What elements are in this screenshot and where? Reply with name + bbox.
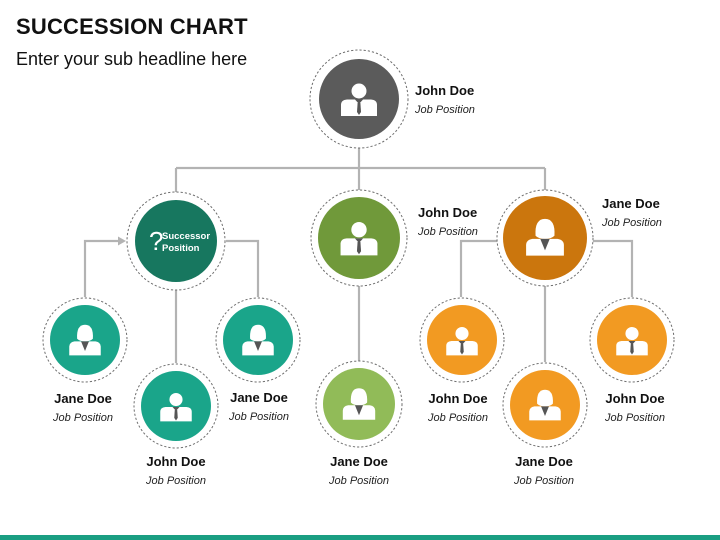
node-position-mid: Job Position [417, 226, 478, 238]
node-name-l3: Jane Doe [230, 390, 288, 405]
bottom-accent-bar [0, 535, 720, 540]
connector-successor-left [83, 239, 119, 297]
node-position-l2: Job Position [145, 475, 206, 487]
node-position-root: Job Position [414, 104, 475, 116]
node-name-m1: Jane Doe [330, 454, 388, 469]
node-name-r3: John Doe [605, 391, 664, 406]
node-position-r1: Job Position [427, 412, 488, 424]
node-position-l3: Job Position [228, 411, 289, 423]
node-name-r2: Jane Doe [515, 454, 573, 469]
connector-successor-right [226, 239, 260, 297]
node-name-l2: John Doe [146, 454, 205, 469]
page-title: SUCCESSION CHART [16, 14, 248, 39]
node-circle-mid [318, 197, 400, 279]
connector-lines [83, 143, 634, 363]
node-circle-root [319, 59, 399, 139]
node-position-l1: Job Position [52, 412, 113, 424]
node-name-mid: John Doe [418, 205, 477, 220]
successor-position-label: Position [162, 243, 200, 254]
node-position-m1: Job Position [328, 475, 389, 487]
node-name-root: John Doe [415, 83, 474, 98]
node-circle-successor [135, 200, 217, 282]
node-name-r1: John Doe [428, 391, 487, 406]
node-position-right: Job Position [601, 217, 662, 229]
connector-right-left [459, 239, 500, 297]
node-position-r2: Job Position [513, 475, 574, 487]
question-mark-icon: ? [149, 226, 163, 256]
connector-right-right [590, 239, 634, 297]
successor-label: Successor [162, 231, 210, 242]
node-name-l1: Jane Doe [54, 391, 112, 406]
arrow-head [118, 236, 126, 246]
page-subtitle: Enter your sub headline here [16, 49, 248, 69]
node-name-right: Jane Doe [602, 196, 660, 211]
node-position-r3: Job Position [604, 412, 665, 424]
